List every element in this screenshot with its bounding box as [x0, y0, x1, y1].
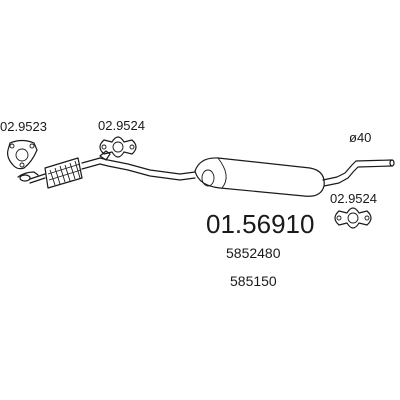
muffler: [194, 157, 325, 197]
oval-flange-gasket-right: [334, 207, 372, 229]
gasket-left-code-label: 02.9523: [0, 119, 47, 134]
oval-flange-gasket-upper: [99, 136, 137, 158]
reference-number-2: 585150: [230, 273, 277, 289]
gasket-upper-code-label: 02.9524: [98, 118, 145, 133]
reference-number-1: 5852480: [226, 245, 281, 261]
front-pipe: [17, 150, 196, 189]
triangle-flange-gasket: [7, 139, 38, 170]
tail-pipe: [322, 159, 395, 187]
gasket-right-code-label: 02.9524: [330, 191, 377, 206]
part-number-label: 01.56910: [206, 209, 314, 239]
diameter-label: ø40: [349, 130, 371, 145]
